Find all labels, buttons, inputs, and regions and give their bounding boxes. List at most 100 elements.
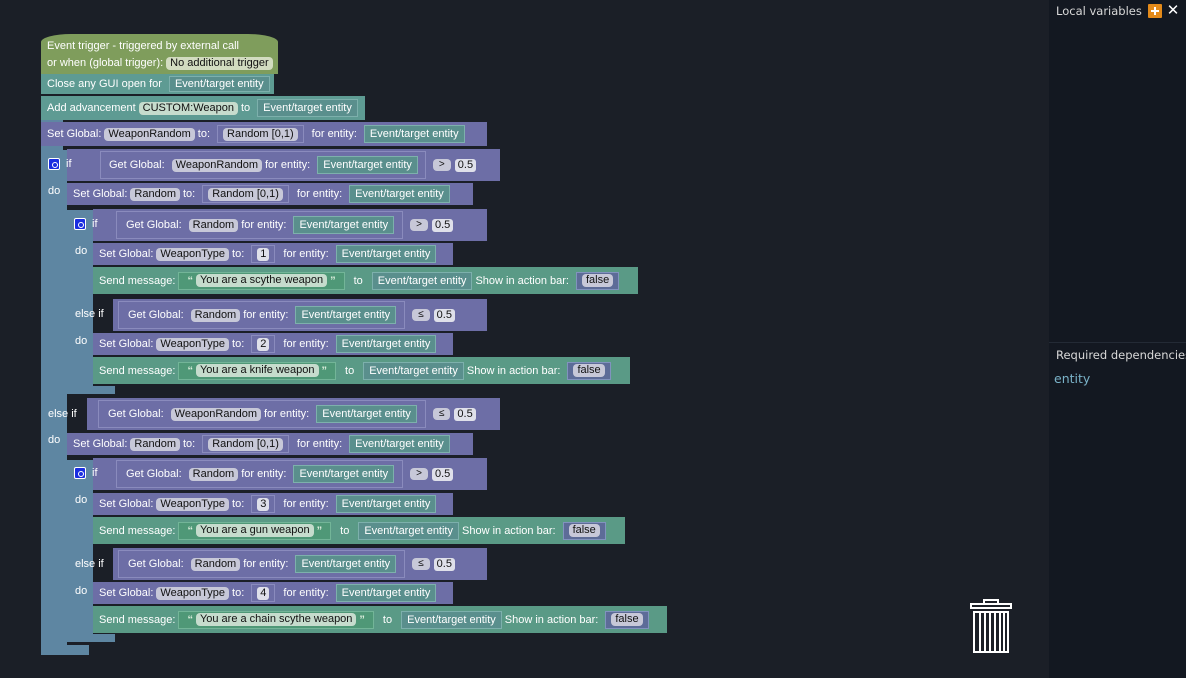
operator-dropdown[interactable]: ≤ — [432, 408, 451, 420]
var-dropdown[interactable]: Random — [190, 557, 241, 571]
var-dropdown[interactable]: Random — [188, 467, 239, 481]
boolean-slot[interactable]: false — [567, 361, 611, 380]
boolean-slot[interactable]: false — [562, 521, 606, 540]
entity-slot[interactable]: Event/target entity — [358, 521, 459, 540]
var-dropdown[interactable]: WeaponType — [156, 247, 230, 261]
boolean-dropdown[interactable]: false — [568, 524, 600, 537]
entity-slot[interactable]: Event/target entity — [371, 271, 473, 290]
else-if-condition-block[interactable]: Get Global: WeaponRandom for entity: Eve… — [87, 398, 500, 430]
if-condition-block[interactable]: Get Global: Random for entity: Event/tar… — [93, 458, 487, 490]
entity-slot[interactable]: Event/target entity — [401, 610, 502, 629]
set-random-block[interactable]: Set Global: Random to: Random [0,1) for … — [67, 183, 473, 205]
var-dropdown[interactable]: WeaponRandom — [171, 158, 262, 172]
boolean-dropdown[interactable]: false — [611, 613, 643, 626]
entity-slot[interactable]: Event/target entity — [335, 335, 437, 353]
close-gui-block[interactable]: Close any GUI open for Event/target enti… — [41, 74, 274, 94]
add-advancement-target[interactable]: Event/target entity — [257, 99, 358, 117]
threshold-value[interactable]: 0.5 — [433, 557, 455, 571]
operator-dropdown[interactable]: > — [410, 219, 428, 231]
boolean-slot[interactable]: false — [576, 271, 620, 290]
random-fn-slot[interactable]: Random [0,1) — [202, 435, 289, 453]
entity-slot[interactable]: Event/target entity — [295, 306, 397, 324]
var-dropdown[interactable]: Random — [190, 308, 241, 322]
entity-slot[interactable]: Event/target entity — [335, 584, 437, 602]
set-weapontype-block[interactable]: Set Global: WeaponType to: 2 for entity:… — [93, 333, 453, 355]
boolean-dropdown[interactable]: false — [582, 274, 614, 287]
if-block-inner1-spine[interactable] — [67, 210, 93, 390]
get-compare-slot[interactable]: Get Global: Random for entity: Event/tar… — [116, 211, 404, 239]
threshold-value[interactable]: 0.5 — [454, 158, 477, 172]
gear-icon[interactable] — [74, 218, 86, 230]
get-compare-slot[interactable]: Get Global: WeaponRandom for entity: Eve… — [100, 151, 426, 179]
blockly-workspace[interactable]: Event trigger - triggered by external ca… — [0, 0, 1049, 678]
operator-dropdown[interactable]: > — [410, 468, 428, 480]
var-dropdown[interactable]: WeaponType — [156, 497, 230, 511]
set-weapontype-block[interactable]: Set Global: WeaponType to: 3 for entity:… — [93, 493, 453, 515]
var-dropdown[interactable]: WeaponRandom — [104, 127, 195, 141]
message-slot[interactable]: “ You are a gun weapon ” — [178, 521, 332, 540]
message-text[interactable]: You are a chain scythe weapon — [195, 613, 357, 626]
close-gui-target[interactable]: Event/target entity — [168, 76, 270, 92]
send-message-block[interactable]: Send message: “ You are a chain scythe w… — [93, 606, 667, 633]
threshold-value[interactable]: 0.5 — [454, 407, 476, 421]
entity-slot[interactable]: Event/target entity — [295, 555, 397, 573]
threshold-value[interactable]: 0.5 — [431, 467, 454, 481]
entity-slot[interactable]: Event/target entity — [335, 495, 437, 513]
get-compare-slot[interactable]: Get Global: Random for entity: Event/tar… — [118, 301, 406, 329]
number-slot[interactable]: 2 — [251, 335, 276, 353]
var-dropdown[interactable]: WeaponRandom — [170, 407, 261, 421]
if-block-inner2-spine[interactable] — [67, 460, 93, 640]
message-slot[interactable]: “ You are a knife weapon ” — [178, 361, 337, 380]
trash-icon[interactable] — [970, 599, 1012, 654]
gear-icon[interactable] — [74, 467, 86, 479]
random-fn-slot[interactable]: Random [0,1) — [217, 125, 304, 143]
number-slot[interactable]: 3 — [251, 495, 276, 513]
threshold-value[interactable]: 0.5 — [431, 218, 454, 232]
send-message-block[interactable]: Send message: “ You are a gun weapon ” t… — [93, 517, 625, 544]
if-condition-block[interactable]: Get Global: WeaponRandom for entity: Eve… — [67, 149, 500, 181]
boolean-slot[interactable]: false — [605, 610, 649, 629]
get-compare-slot[interactable]: Get Global: WeaponRandom for entity: Eve… — [98, 400, 426, 428]
message-text[interactable]: You are a scythe weapon — [195, 274, 328, 287]
var-dropdown[interactable]: WeaponType — [156, 586, 230, 600]
if-block-outer-spine[interactable] — [41, 150, 67, 650]
operator-dropdown[interactable]: ≤ — [412, 309, 430, 321]
set-weaponrandom-block[interactable]: Set Global: WeaponRandom to: Random [0,1… — [41, 122, 487, 146]
entity-slot[interactable]: Event/target entity — [293, 465, 395, 483]
boolean-dropdown[interactable]: false — [573, 364, 605, 377]
operator-dropdown[interactable]: ≤ — [412, 558, 430, 570]
var-dropdown[interactable]: Random — [188, 218, 239, 232]
set-weapontype-block[interactable]: Set Global: WeaponType to: 4 for entity:… — [93, 582, 453, 604]
set-weapontype-block[interactable]: Set Global: WeaponType to: 1 for entity:… — [93, 243, 453, 265]
threshold-value[interactable]: 0.5 — [433, 308, 455, 322]
advancement-field[interactable]: CUSTOM:Weapon — [138, 101, 238, 115]
entity-slot[interactable]: Event/target entity — [363, 361, 464, 380]
entity-slot[interactable]: Event/target entity — [293, 216, 395, 234]
if-condition-block[interactable]: Get Global: Random for entity: Event/tar… — [93, 209, 487, 241]
random-fn-slot[interactable]: Random [0,1) — [202, 185, 289, 203]
entity-slot[interactable]: Event/target entity — [363, 125, 465, 143]
plus-icon[interactable] — [1148, 4, 1162, 18]
message-slot[interactable]: “ You are a scythe weapon ” — [178, 271, 345, 290]
send-message-block[interactable]: Send message: “ You are a scythe weapon … — [93, 267, 638, 294]
message-text[interactable]: You are a gun weapon — [195, 524, 314, 537]
set-random-block[interactable]: Set Global: Random to: Random [0,1) for … — [67, 433, 473, 455]
get-compare-slot[interactable]: Get Global: Random for entity: Event/tar… — [118, 550, 406, 578]
message-slot[interactable]: “ You are a chain scythe weapon ” — [178, 610, 374, 629]
else-if-condition-block[interactable]: Get Global: Random for entity: Event/tar… — [113, 299, 487, 331]
var-dropdown[interactable]: Random — [130, 187, 180, 201]
var-dropdown[interactable]: Random — [130, 437, 180, 451]
else-if-condition-block[interactable]: Get Global: Random for entity: Event/tar… — [113, 548, 487, 580]
entity-slot[interactable]: Event/target entity — [349, 185, 450, 203]
global-trigger-dropdown[interactable]: No additional trigger — [166, 56, 273, 70]
operator-dropdown[interactable]: > — [432, 159, 451, 171]
get-compare-slot[interactable]: Get Global: Random for entity: Event/tar… — [116, 460, 404, 488]
entity-slot[interactable]: Event/target entity — [316, 405, 417, 423]
message-text[interactable]: You are a knife weapon — [195, 364, 319, 377]
number-slot[interactable]: 1 — [251, 245, 276, 263]
number-slot[interactable]: 4 — [251, 584, 276, 602]
entity-slot[interactable]: Event/target entity — [317, 156, 418, 174]
gear-icon[interactable] — [48, 158, 60, 170]
entity-slot[interactable]: Event/target entity — [335, 245, 437, 263]
close-icon[interactable]: ✕ — [1166, 1, 1180, 19]
